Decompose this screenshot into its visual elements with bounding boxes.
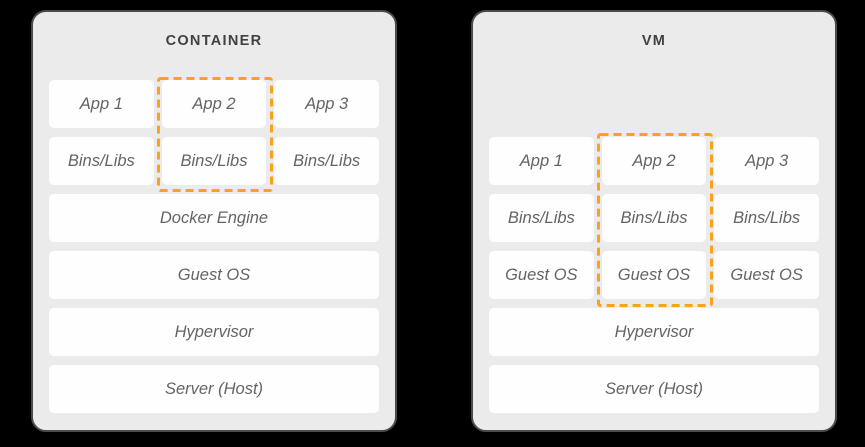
box-bins-libs-2: Bins/Libs	[161, 137, 267, 185]
box-server-host: Server (Host)	[489, 365, 819, 413]
box-app-2: App 2	[161, 80, 267, 128]
box-app-2: App 2	[601, 137, 707, 185]
box-hypervisor: Hypervisor	[489, 308, 819, 356]
box-bins-libs-1: Bins/Libs	[489, 194, 594, 242]
box-bins-libs-3: Bins/Libs	[274, 137, 379, 185]
vm-guest-os-row: Guest OS Guest OS Guest OS	[489, 251, 819, 299]
box-server-host: Server (Host)	[49, 365, 379, 413]
box-app-3: App 3	[714, 137, 819, 185]
panel-container: CONTAINER App 1 App 2 App 3 Bins/Libs Bi…	[31, 10, 397, 432]
container-guest-os-row: Guest OS	[49, 251, 379, 299]
box-bins-libs-3: Bins/Libs	[714, 194, 819, 242]
vm-hypervisor-row: Hypervisor	[489, 308, 819, 356]
box-docker-engine: Docker Engine	[49, 194, 379, 242]
vm-server-host-row: Server (Host)	[489, 365, 819, 413]
box-guest-os-2: Guest OS	[601, 251, 707, 299]
vm-stack: App 1 App 2 App 3 Bins/Libs Bins/Libs Bi…	[489, 137, 819, 413]
panel-title-container: CONTAINER	[165, 33, 263, 49]
box-app-1: App 1	[49, 80, 154, 128]
vm-apps-row: App 1 App 2 App 3	[489, 137, 819, 185]
box-guest-os: Guest OS	[49, 251, 379, 299]
box-guest-os-1: Guest OS	[489, 251, 594, 299]
box-bins-libs-1: Bins/Libs	[49, 137, 154, 185]
container-stack: App 1 App 2 App 3 Bins/Libs Bins/Libs Bi…	[49, 80, 379, 413]
panel-title-vm: VM	[641, 33, 667, 49]
box-app-1: App 1	[489, 137, 594, 185]
box-bins-libs-2: Bins/Libs	[601, 194, 707, 242]
container-apps-row: App 1 App 2 App 3	[49, 80, 379, 128]
container-server-host-row: Server (Host)	[49, 365, 379, 413]
panel-vm: VM App 1 App 2 App 3 Bins/Libs Bins/Libs…	[471, 10, 837, 432]
box-guest-os-3: Guest OS	[714, 251, 819, 299]
container-binslibs-row: Bins/Libs Bins/Libs Bins/Libs	[49, 137, 379, 185]
container-hypervisor-row: Hypervisor	[49, 308, 379, 356]
box-hypervisor: Hypervisor	[49, 308, 379, 356]
vm-binslibs-row: Bins/Libs Bins/Libs Bins/Libs	[489, 194, 819, 242]
box-app-3: App 3	[274, 80, 379, 128]
container-docker-engine-row: Docker Engine	[49, 194, 379, 242]
